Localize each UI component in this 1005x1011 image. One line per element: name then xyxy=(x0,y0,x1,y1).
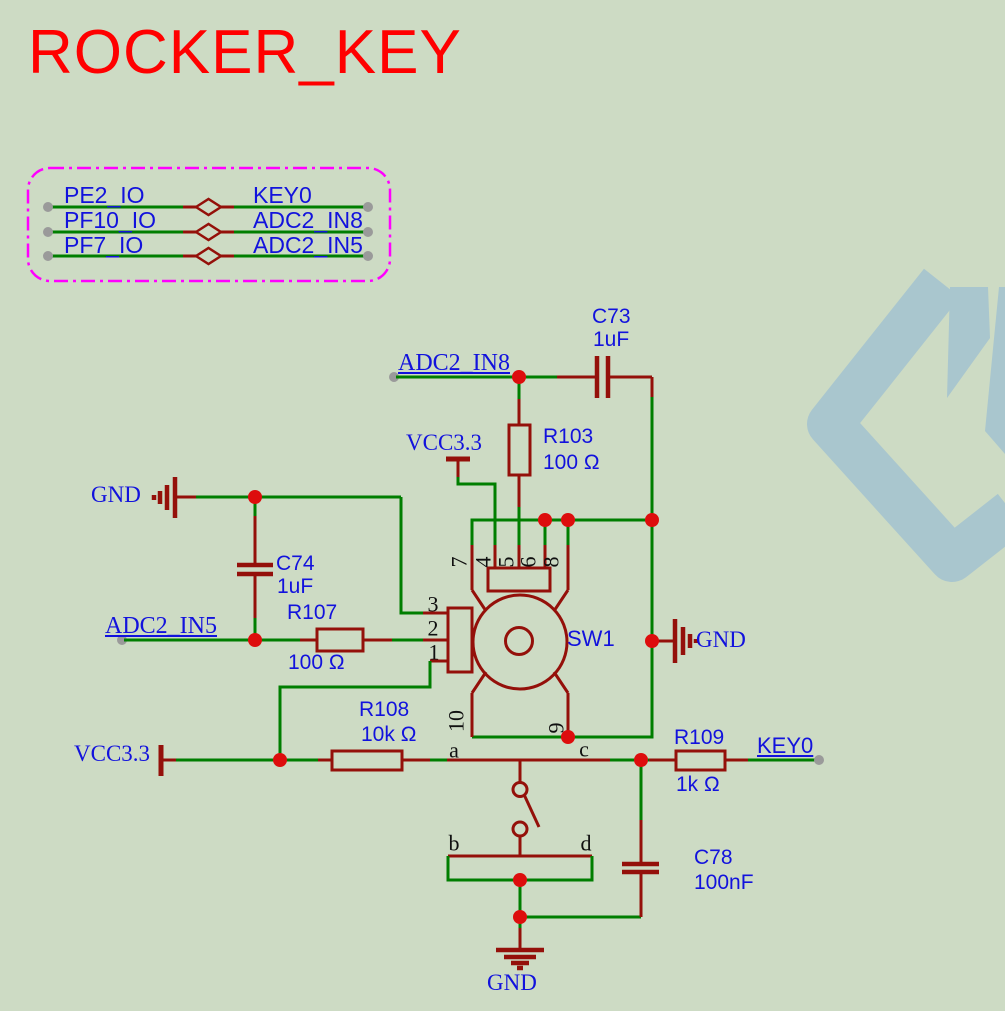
gnd-bottom-label[interactable]: GND xyxy=(487,970,537,995)
port-harness-box[interactable] xyxy=(26,166,392,283)
sheet-title: ROCKER_KEY xyxy=(28,18,462,87)
power-port-vcc-bottom[interactable] xyxy=(158,661,432,776)
port-label-pe2-io[interactable]: PE2_IO xyxy=(64,182,145,208)
c78-designator[interactable]: C78 xyxy=(694,846,733,869)
r108-designator[interactable]: R108 xyxy=(359,698,410,721)
pin-number-1: 1 xyxy=(428,639,440,665)
net-label-adc2-in8[interactable]: ADC2_IN8 xyxy=(398,350,510,376)
watermark-chevron-icon xyxy=(807,268,1005,582)
port-label-key0[interactable]: KEY0 xyxy=(253,182,312,208)
pin-number-5: 5 xyxy=(493,556,519,568)
switch-gnd-bus-wires[interactable] xyxy=(470,518,654,739)
r108-value[interactable]: 10k Ω xyxy=(361,723,417,746)
capacitor-c74[interactable] xyxy=(237,497,273,640)
port-label-adc2-in8[interactable]: ADC2_IN8 xyxy=(253,207,363,233)
c74-designator[interactable]: C74 xyxy=(276,552,315,575)
gnd-right-label[interactable]: GND xyxy=(696,627,746,652)
c73-value[interactable]: 1uF xyxy=(593,328,630,351)
r107-designator[interactable]: R107 xyxy=(287,601,338,624)
c78-value[interactable]: 100nF xyxy=(694,871,754,894)
sw1-designator[interactable]: SW1 xyxy=(567,626,615,651)
junction-dots xyxy=(248,370,659,924)
net-label-adc2-in5[interactable]: ADC2_IN5 xyxy=(105,613,217,639)
vcc-top-label[interactable]: VCC3.3 xyxy=(406,430,483,455)
switch-terminal-c: c xyxy=(579,736,589,762)
power-port-gnd-left[interactable] xyxy=(151,477,423,615)
power-port-gnd-right[interactable] xyxy=(652,619,699,663)
capacitor-c78[interactable] xyxy=(622,760,659,917)
switch-terminal-b: b xyxy=(448,830,460,856)
port-label-pf7-io[interactable]: PF7_IO xyxy=(64,232,144,258)
port-label-adc2-in5[interactable]: ADC2_IN5 xyxy=(253,232,363,258)
pin-number-3: 3 xyxy=(427,591,439,617)
r107-value[interactable]: 100 Ω xyxy=(288,651,345,674)
port-label-pf10-io[interactable]: PF10_IO xyxy=(64,207,157,233)
pin-number-7: 7 xyxy=(446,556,472,568)
net-adc2-in5-wires[interactable] xyxy=(117,635,423,645)
pin-number-6: 6 xyxy=(515,556,541,568)
resistor-r108[interactable] xyxy=(318,749,447,772)
rocker-switch-sw1[interactable] xyxy=(423,545,570,737)
r103-value[interactable]: 100 Ω xyxy=(543,451,600,474)
resistor-r109[interactable] xyxy=(649,749,824,772)
r103-designator[interactable]: R103 xyxy=(543,425,594,448)
capacitor-c73[interactable] xyxy=(594,356,611,398)
c74-value[interactable]: 1uF xyxy=(277,575,314,598)
resistor-r107[interactable] xyxy=(315,627,365,653)
pin-number-9: 9 xyxy=(543,722,569,734)
power-port-vcc-top[interactable] xyxy=(446,456,497,545)
switch-contact-wires[interactable] xyxy=(446,758,649,928)
pin-number-8: 8 xyxy=(538,556,564,568)
switch-terminal-a: a xyxy=(449,737,459,763)
resistor-r103[interactable] xyxy=(507,399,532,545)
net-label-key0[interactable]: KEY0 xyxy=(757,733,814,758)
vcc-bottom-label[interactable]: VCC3.3 xyxy=(74,741,151,766)
switch-terminal-d: d xyxy=(580,830,592,856)
pin-number-4: 4 xyxy=(470,556,496,568)
r109-value[interactable]: 1k Ω xyxy=(676,773,720,796)
gnd-left-label[interactable]: GND xyxy=(91,482,141,507)
pin-number-2: 2 xyxy=(427,615,439,641)
r109-designator[interactable]: R109 xyxy=(674,726,725,749)
pin-number-10: 10 xyxy=(443,710,469,732)
power-port-gnd-bottom[interactable] xyxy=(496,928,544,971)
c73-designator[interactable]: C73 xyxy=(592,305,631,328)
